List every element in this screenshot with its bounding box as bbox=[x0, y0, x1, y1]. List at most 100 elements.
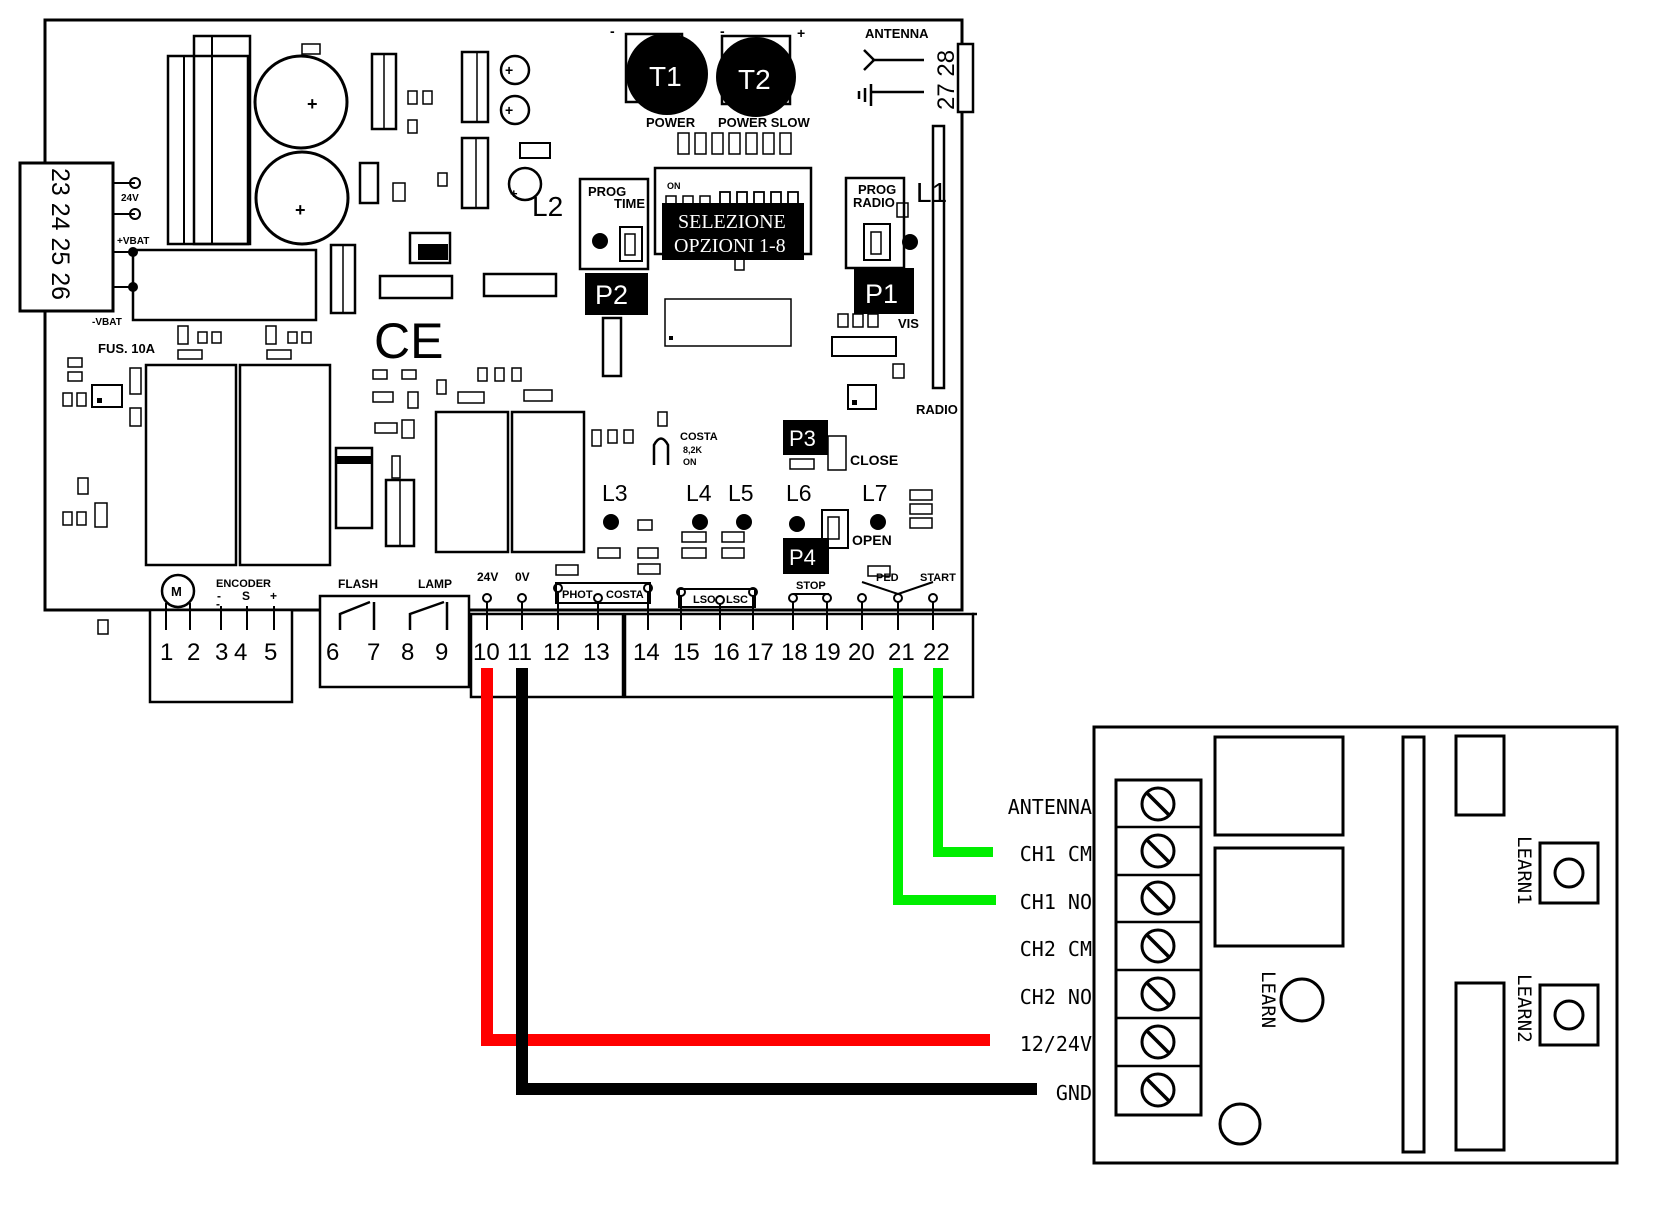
pin-antenna: ANTENNA bbox=[1008, 795, 1092, 819]
terminal-number: 4 bbox=[234, 639, 247, 666]
led-l3-icon bbox=[603, 514, 619, 530]
costa-label-3: ON bbox=[683, 457, 697, 467]
terminal-number: 15 bbox=[673, 639, 700, 666]
svg-text:+: + bbox=[505, 62, 513, 78]
led-l7-label: L7 bbox=[862, 480, 888, 506]
terminal-number: 7 bbox=[367, 639, 380, 666]
terminal-number: 9 bbox=[435, 639, 448, 666]
terminal-number: 6 bbox=[326, 639, 339, 666]
wire-red-power bbox=[481, 668, 990, 1046]
button-p1-label[interactable]: P1 bbox=[865, 279, 898, 309]
trimmer-t2-name: T2 bbox=[738, 64, 771, 95]
learn-label: LEARN bbox=[1257, 971, 1279, 1028]
terminal-number: 11 bbox=[507, 639, 532, 666]
motor-icon bbox=[160, 573, 196, 609]
costa-label-1: COSTA bbox=[680, 431, 718, 443]
wire-green-ch1-cm bbox=[933, 668, 993, 857]
led-l5-icon bbox=[736, 514, 752, 530]
flash-label: FLASH bbox=[338, 577, 378, 591]
phot-label: PHOT bbox=[562, 589, 593, 601]
pin-ch1-no: CH1 NO bbox=[1020, 890, 1092, 914]
learn-button[interactable]: LEARN bbox=[1257, 971, 1325, 1028]
encoder-plus: + bbox=[270, 589, 277, 603]
led-l4-icon bbox=[692, 514, 708, 530]
prog-time-area: PROG TIME bbox=[578, 177, 650, 378]
svg-text:+: + bbox=[295, 200, 306, 220]
svg-text:-: - bbox=[216, 597, 220, 611]
costa-terminal-label: COSTA bbox=[606, 589, 644, 601]
side-terminal-numbers: 23 24 25 26 bbox=[46, 168, 74, 300]
trimmer-t1[interactable]: T1 POWER bbox=[624, 32, 708, 130]
dip-switch-block[interactable]: ON SELEZIONE OPZIONI 1-8 bbox=[653, 166, 813, 271]
ce-mark: CE bbox=[374, 313, 443, 369]
button-p3-tag bbox=[783, 420, 828, 455]
options-label-box bbox=[662, 203, 804, 260]
trimmer-t2-label: POWER SLOW bbox=[718, 115, 810, 130]
svg-text:+: + bbox=[307, 94, 318, 114]
button-p4-label[interactable]: P4 bbox=[789, 545, 816, 570]
capacitor-icon bbox=[254, 150, 350, 246]
resistor-row bbox=[677, 132, 792, 155]
screw-icon bbox=[1140, 976, 1176, 1012]
terminal-number: 17 bbox=[747, 639, 774, 666]
svg-text:+: + bbox=[510, 186, 518, 201]
button-p4-tag bbox=[783, 538, 829, 574]
label-24v-side: 24V bbox=[121, 193, 139, 204]
button-p2-label[interactable]: P2 bbox=[595, 280, 628, 310]
terminal-number: 22 bbox=[923, 639, 950, 666]
screw-icon bbox=[1140, 928, 1176, 964]
terminal-number: 16 bbox=[713, 639, 740, 666]
led-l4-label: L4 bbox=[686, 480, 712, 506]
start-label: START bbox=[920, 572, 956, 584]
learn1-button[interactable]: LEARN1 bbox=[1513, 836, 1600, 905]
svg-text:-: - bbox=[720, 23, 725, 39]
options-label-line1: SELEZIONE bbox=[678, 211, 786, 233]
button-p1-tag bbox=[854, 268, 914, 314]
learn1-label: LEARN1 bbox=[1513, 836, 1535, 905]
led-l3-label: L3 bbox=[602, 480, 628, 506]
receiver-pin-labels: ANTENNA CH1 CM CH1 NO CH2 CM CH2 NO 12/2… bbox=[1008, 795, 1092, 1105]
pin-ch1-cm: CH1 CM bbox=[1020, 842, 1092, 866]
button-p2-tag bbox=[585, 273, 648, 315]
led-l2-label: L2 bbox=[532, 191, 563, 222]
terminal-number: 19 bbox=[814, 639, 841, 666]
button-p3-label[interactable]: P3 bbox=[789, 426, 816, 451]
receiver-module: ANTENNA CH1 CM CH1 NO CH2 CM CH2 NO 12/2… bbox=[1008, 725, 1619, 1165]
wires bbox=[481, 668, 1037, 1095]
bottom-terminal-block: M ENCODER - S + - FLASH LAMP 24V 0V bbox=[148, 570, 977, 704]
terminal-number: 21 bbox=[888, 639, 915, 666]
motor-label: M bbox=[171, 584, 182, 599]
fuse-label: FUS. 10A bbox=[98, 341, 156, 356]
label-vbat-minus: -VBAT bbox=[92, 317, 122, 328]
label-vbat-plus: +VBAT bbox=[117, 236, 149, 247]
terminal-number: 3 bbox=[215, 639, 228, 666]
screw-icon bbox=[1140, 880, 1176, 916]
prog-radio-area: PROG RADIO bbox=[844, 176, 918, 270]
side-terminal-block: 23 24 25 26 24V +VBAT -VBAT bbox=[18, 161, 149, 328]
terminal-number: 14 bbox=[633, 639, 660, 666]
prog-time-line2: TIME bbox=[614, 196, 645, 211]
terminal-number: 5 bbox=[264, 639, 277, 666]
lsc-label: LSC bbox=[726, 594, 748, 606]
screw-icon bbox=[1140, 786, 1176, 822]
screw-icon bbox=[1140, 1024, 1176, 1060]
lso-label: LSO bbox=[693, 594, 716, 606]
screw-icon bbox=[1140, 1072, 1176, 1108]
pin-ch2-cm: CH2 CM bbox=[1020, 937, 1092, 961]
dip-on-label: ON bbox=[667, 181, 681, 191]
terminal-number: 1 bbox=[160, 639, 173, 666]
svg-text:+: + bbox=[505, 102, 513, 118]
board-outline bbox=[43, 18, 964, 612]
antenna-label: ANTENNA bbox=[865, 26, 929, 41]
trimmer-t2[interactable]: T2 POWER SLOW bbox=[716, 34, 810, 130]
led-row: L3 L4 L5 L6 L7 bbox=[602, 480, 888, 532]
terminal-number: 2 bbox=[187, 639, 200, 666]
lamp-label: LAMP bbox=[418, 577, 452, 591]
led-l5-label: L5 bbox=[728, 480, 754, 506]
encoder-minus: - bbox=[217, 589, 221, 603]
learn2-button[interactable]: LEARN2 bbox=[1513, 974, 1600, 1047]
terminal-number: 20 bbox=[848, 639, 875, 666]
options-label-line2: OPZIONI 1-8 bbox=[674, 235, 786, 257]
encoder-label: ENCODER bbox=[216, 578, 271, 590]
